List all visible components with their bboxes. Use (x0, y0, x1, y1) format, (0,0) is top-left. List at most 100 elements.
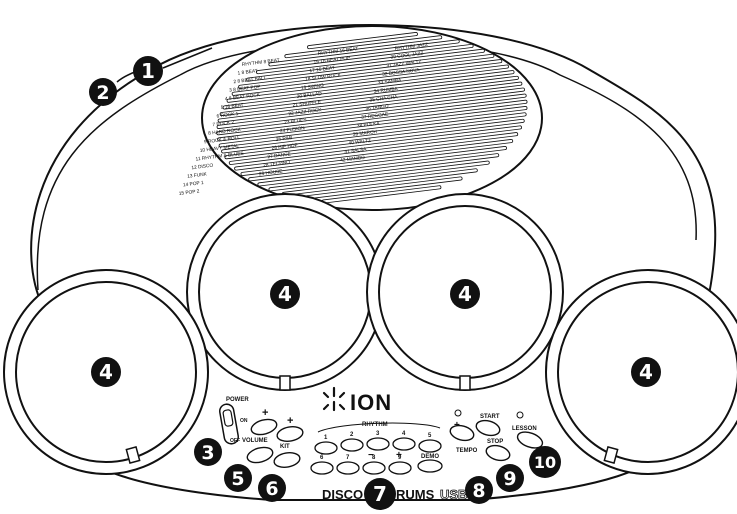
rhythm-button-3[interactable] (366, 437, 390, 451)
callout-8: 8 (465, 476, 493, 504)
volume-down-button[interactable] (246, 445, 275, 465)
grille-slot (222, 70, 515, 110)
rhythm-button-label: 1 (324, 435, 328, 441)
svg-text:5: 5 (231, 468, 244, 490)
rhythm-list-left-item: 1 8 BEAT (237, 68, 258, 76)
rhythm-list-mid-item: 19 SWING (301, 83, 325, 92)
volume-up-button[interactable] (250, 417, 279, 437)
rhythm-list-right-item: 42 MAMBO (340, 155, 366, 164)
grille-slot (228, 125, 522, 165)
callout-1-leader (162, 47, 213, 69)
svg-text:8: 8 (472, 480, 485, 502)
start-button[interactable] (475, 418, 502, 438)
rhythm-button-label: 6 (320, 455, 324, 461)
rhythm-list-right-item: 34 RUMBA (374, 86, 399, 95)
grille-slot (257, 153, 500, 187)
tempo-up-button[interactable] (449, 423, 476, 443)
rhythm-button-label: 7 (346, 455, 350, 461)
grille-slot (238, 53, 495, 89)
rhythm-button-1[interactable] (314, 441, 338, 455)
svg-text:4: 4 (458, 282, 472, 306)
callout-10: 10 (529, 446, 561, 478)
grille-slot (268, 39, 460, 67)
power-on-label: ON (240, 418, 248, 424)
rhythm-list-left-item: 11 RHYTHM & BLUES (195, 151, 244, 163)
grille-slot (217, 81, 523, 123)
grille-slot (226, 64, 509, 103)
rhythm-label: RHYTHM (362, 422, 388, 428)
rhythm-button-label: 8 (372, 455, 376, 461)
rhythm-list-mid-item: 25 R&B (276, 135, 293, 143)
grille-slot (240, 139, 514, 176)
power-switch[interactable] (218, 403, 240, 445)
svg-text:2: 2 (96, 82, 109, 104)
power-label: POWER (226, 397, 249, 403)
svg-text:7: 7 (373, 482, 387, 506)
svg-text:9: 9 (503, 468, 516, 490)
rhythm-list-left-item: 12 DISCO (191, 163, 214, 172)
rhythm-list-mid-item: RHYTHM 16 BEAT (318, 46, 359, 57)
rhythm-list-left-item: 9 ROCK & ROLL (204, 135, 241, 145)
svg-text:3: 3 (201, 442, 214, 464)
lesson-button[interactable] (515, 429, 544, 451)
rhythm-button-label: 3 (376, 431, 380, 437)
kit-plus-sign: + (287, 415, 293, 427)
tempo-led (454, 409, 462, 417)
rhythm-list-mid-item: 20 BALLAD (297, 91, 323, 100)
lesson-label: LESSON (512, 426, 537, 432)
drum-body-left-contour (36, 74, 181, 291)
power-off-label: OFF (230, 438, 240, 444)
rhythm-button-7[interactable] (336, 461, 360, 475)
rhythm-list-left-item: 5 16 BEAT (221, 102, 244, 111)
ion-logo: ION (322, 386, 391, 415)
kit-up-button[interactable] (276, 425, 304, 443)
callout-4-upper-left: 4 (270, 279, 300, 309)
brand-name-left: DISCO (322, 487, 363, 502)
rhythm-list-right-item: RHYTHM JAZZ (395, 42, 429, 52)
grille-slot (268, 160, 490, 192)
rhythm-list-right-item: 30 COOL JAZZ (390, 51, 423, 61)
brand-name-right: RUMS (396, 487, 435, 502)
callout-9: 9 (496, 464, 524, 492)
rhythm-list-mid-item: 27 DANCE (267, 151, 291, 160)
rhythm-list-mid-item: 26 HIP HOP (271, 142, 298, 151)
stop-button[interactable] (485, 443, 512, 463)
rhythm-button-2[interactable] (340, 438, 364, 452)
rhythm-list-mid-item: 28 TECHNO (263, 160, 291, 169)
rhythm-button-label: 2 (350, 432, 354, 438)
rhythm-list-left-item: RHYTHM 8 BEAT (242, 57, 281, 68)
grille-slot (216, 87, 525, 129)
callout-4-lower-left: 4 (91, 357, 121, 387)
callout-4-upper-right: 4 (450, 279, 480, 309)
lesson-led (516, 411, 524, 419)
rhythm-button-8[interactable] (362, 461, 386, 475)
brand-usb: USB (440, 487, 467, 502)
volume-plus-sign: + (262, 407, 268, 419)
volume-label: VOLUME (242, 438, 268, 444)
rhythm-button-5[interactable] (418, 439, 442, 453)
rhythm-list-left-item: 8 HARD ROCK (208, 127, 242, 137)
rhythm-list-left-item: 13 FUNK (187, 171, 208, 179)
rhythm-list-right-item: 38 POLKA (357, 121, 381, 130)
svg-text:4: 4 (278, 282, 292, 306)
svg-text:4: 4 (639, 360, 653, 384)
rhythm-plus-sign: + (396, 450, 402, 461)
grille-slot (217, 99, 528, 142)
rhythm-button-9[interactable] (388, 461, 412, 475)
grille-slot (218, 106, 528, 148)
rhythm-list-mid-item: 18 SLOW ROCK (305, 72, 342, 82)
rhythm-button-4[interactable] (392, 437, 416, 451)
demo-label: DEMO (421, 454, 439, 460)
svg-text:4: 4 (99, 360, 113, 384)
rhythm-list-mid-item: 17 16 BEAT (309, 65, 335, 74)
rhythm-list-right-item: 31 JAZZ WALTZ (386, 59, 422, 69)
kit-down-button[interactable] (273, 451, 301, 469)
stop-label: STOP (487, 439, 503, 445)
rhythm-list-left-item: 3 8 BEAT POP (229, 84, 261, 94)
rhythm-list-right-item: 36 TANGO (365, 103, 389, 112)
demo-button[interactable] (417, 459, 443, 473)
rhythm-button-6[interactable] (310, 461, 334, 475)
rhythm-list-left-item: 15 POP 2 (179, 188, 201, 197)
